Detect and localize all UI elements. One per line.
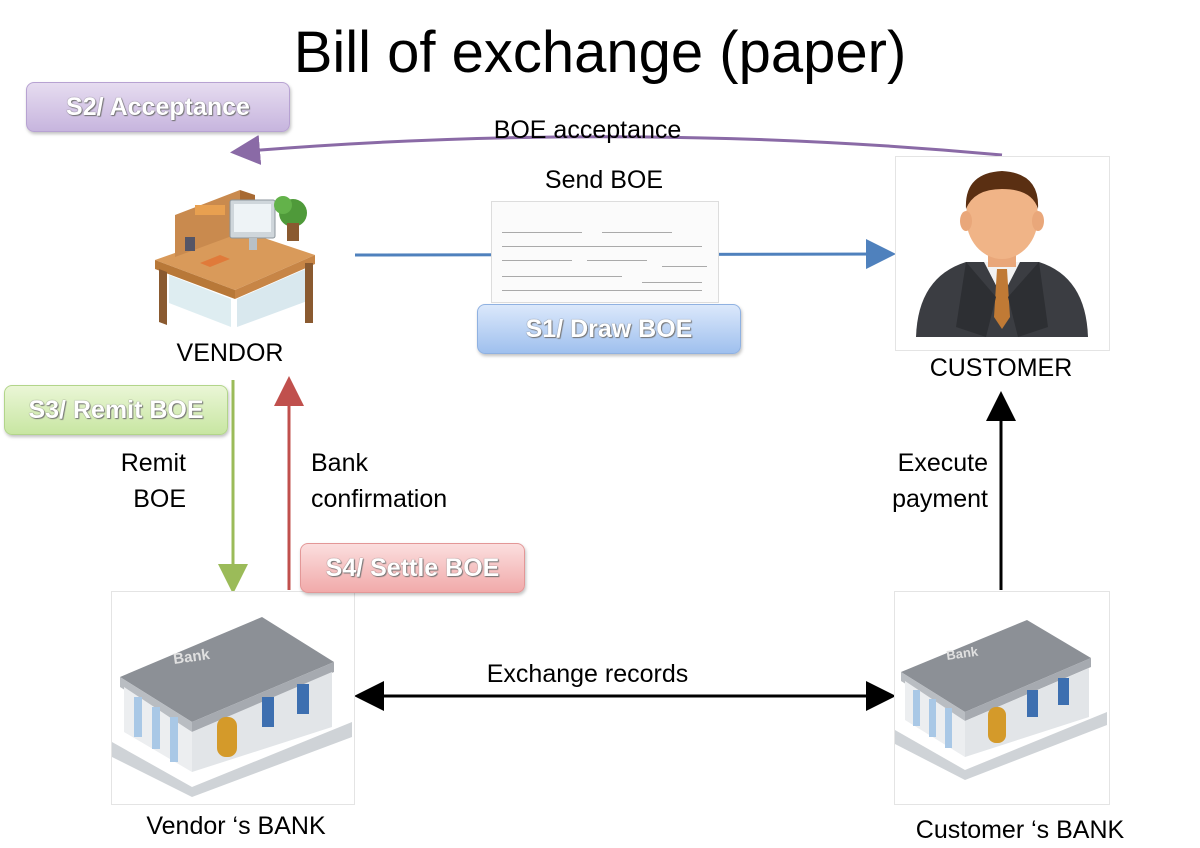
step-s2-acceptance: S2/ Acceptance <box>26 82 290 132</box>
boe-acceptance-arrow <box>230 135 1003 165</box>
execute-payment-label: Execute payment <box>892 449 988 513</box>
step-s3-remit-boe: S3/ Remit BOE <box>4 385 228 435</box>
bank-building-icon: Bank <box>895 620 1107 780</box>
customer-bank-frame: Bank <box>894 591 1110 805</box>
bank-sign: Bank <box>172 646 211 668</box>
bank-sign: Bank <box>945 644 979 663</box>
vendor-bank-label: Vendor ‘s BANK <box>146 812 326 840</box>
vendor-bank-frame: Bank <box>111 591 355 805</box>
businessman-icon <box>916 171 1088 337</box>
boe-document <box>491 201 719 303</box>
customer-label: CUSTOMER <box>929 354 1073 382</box>
step-s1-draw-boe: S1/ Draw BOE <box>477 304 741 354</box>
bank-confirmation-label: Bank confirmation <box>311 449 448 513</box>
diagram-title: Bill of exchange (paper) <box>293 20 907 85</box>
bank-building-icon: Bank <box>112 617 352 797</box>
exchange-records-label: Exchange records <box>486 660 689 688</box>
step-s4-settle-boe: S4/ Settle BOE <box>300 543 525 593</box>
remit-boe-label: Remit BOE <box>120 449 186 513</box>
send-boe-label: Send BOE <box>544 166 664 194</box>
customer-frame <box>895 156 1110 351</box>
office-desk-icon <box>145 175 320 335</box>
boe-acceptance-label: BOE acceptance <box>493 116 682 144</box>
vendor-label: VENDOR <box>176 339 284 367</box>
customer-bank-label: Customer ‘s BANK <box>915 816 1125 844</box>
